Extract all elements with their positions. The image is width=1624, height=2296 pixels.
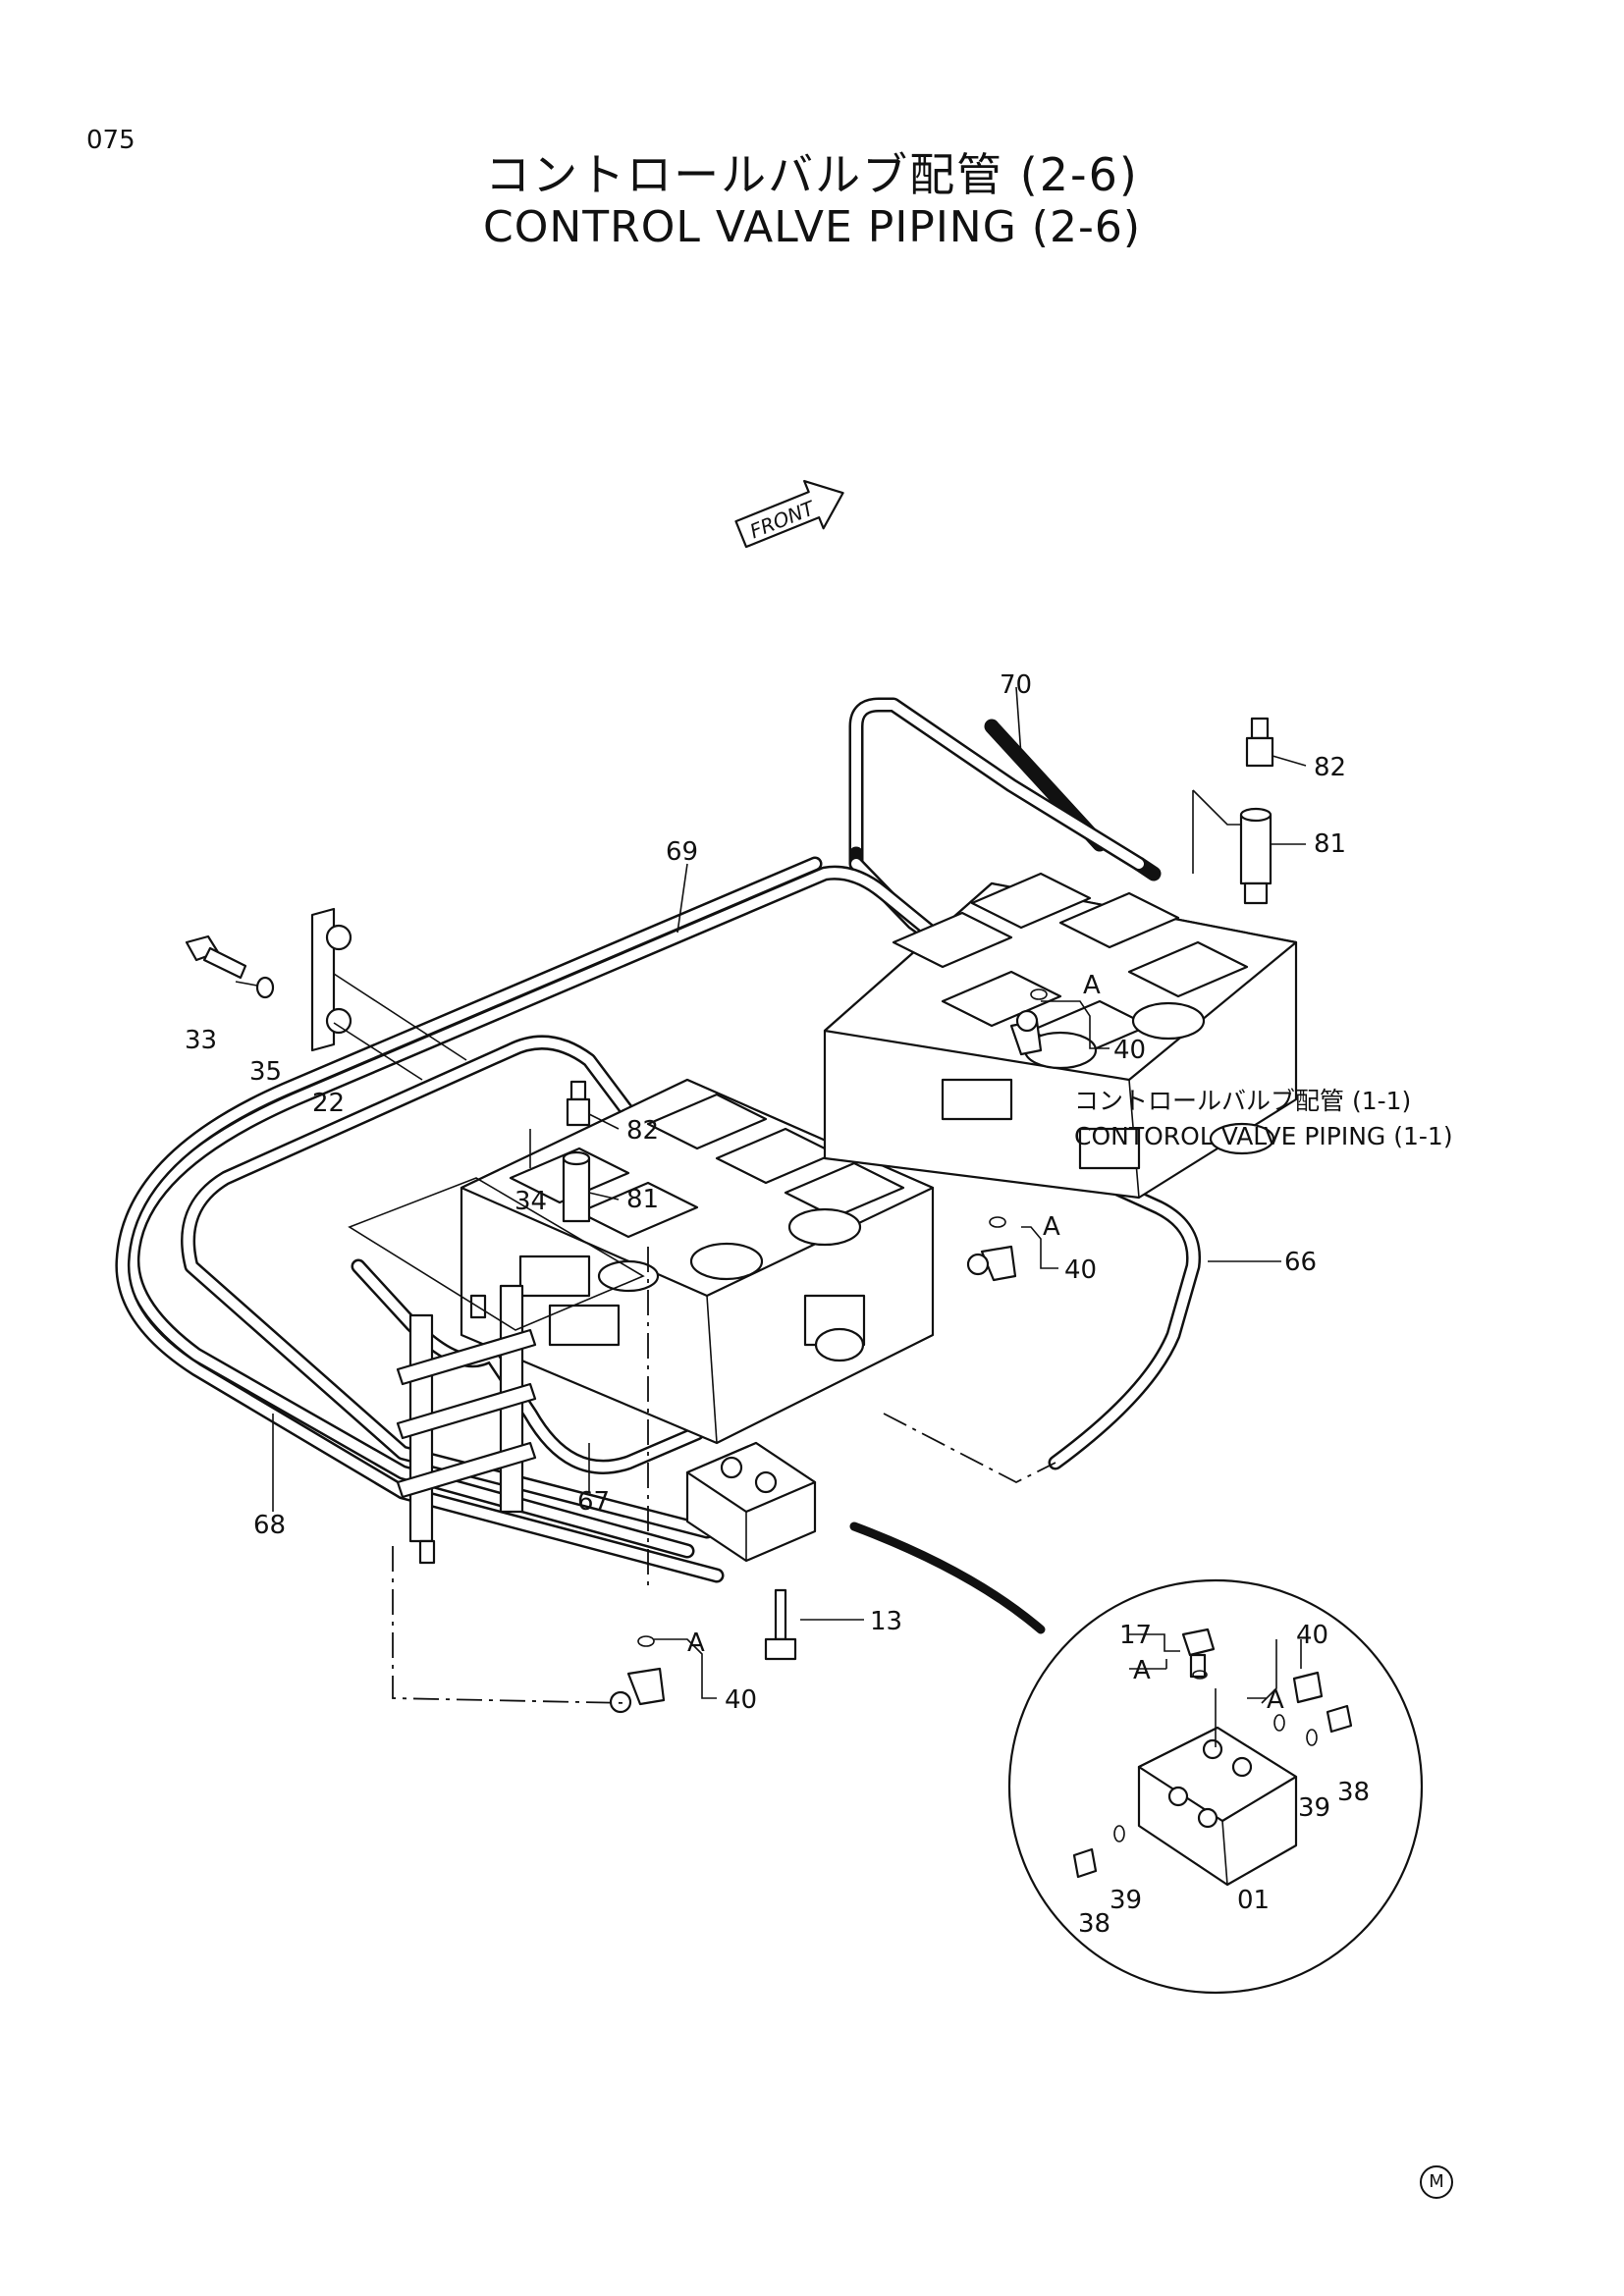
callout-13: 13 (870, 1607, 902, 1636)
reference-english: CONTOROL VALVE PIPING (1-1) (1074, 1122, 1453, 1150)
callout-40: 40 (1064, 1255, 1097, 1285)
check-valve-81-icon (562, 1150, 591, 1223)
callout-68: 68 (253, 1511, 286, 1540)
elbow-fitting-40-icon (609, 1667, 666, 1714)
callout-a-marker: A (1133, 1656, 1151, 1685)
callout-a-marker: A (1043, 1212, 1060, 1242)
callout-66: 66 (1284, 1248, 1317, 1277)
bracket-22 (310, 907, 352, 1052)
leader-lines (235, 686, 1307, 1704)
pipe-short-left (351, 1258, 705, 1474)
callout-40: 40 (1113, 1036, 1146, 1065)
callout-22: 22 (312, 1089, 345, 1118)
callout-40: 40 (1296, 1621, 1328, 1650)
detail-view (849, 1522, 1424, 1995)
front-arrow-icon: FRONT (734, 479, 844, 549)
bolt-13-icon (764, 1588, 797, 1661)
callout-38: 38 (1337, 1778, 1370, 1807)
elbow-fitting-40-icon (1009, 1009, 1043, 1056)
callout-34: 34 (514, 1187, 547, 1216)
adaptor-82-icon (566, 1080, 591, 1127)
callout-81: 81 (1314, 829, 1346, 859)
check-valve-81-icon (1239, 807, 1272, 905)
pipe-68 (115, 856, 823, 1583)
page-number: 075 (86, 126, 135, 155)
control-valve-right (823, 872, 1298, 1200)
callouts: 70 82 81 69 A 40 33 35 22 82 34 81 A 40 … (185, 670, 1370, 1939)
callout-01: 01 (1237, 1886, 1270, 1915)
bolt-33-icon (185, 934, 247, 980)
callout-38: 38 (1078, 1909, 1110, 1939)
callout-82: 82 (626, 1116, 659, 1146)
title-japanese: コントロールバルブ配管 (2-6) (485, 148, 1139, 201)
callout-69: 69 (666, 837, 698, 867)
callout-82: 82 (1314, 753, 1346, 782)
pipe-clamp-bracket (396, 1284, 537, 1565)
reference-japanese: コントロールバルブ配管 (1-1) (1074, 1087, 1411, 1115)
callout-40: 40 (725, 1685, 757, 1715)
pipe-67 (181, 1035, 715, 1539)
callout-39: 39 (1110, 1886, 1142, 1915)
callout-a-marker: A (1083, 971, 1101, 1000)
callout-a-marker: A (687, 1629, 705, 1658)
callout-39: 39 (1298, 1793, 1330, 1823)
pipe-66 (871, 1072, 1202, 1470)
callout-17: 17 (1119, 1621, 1152, 1650)
maker-mark-icon: M (1420, 2165, 1453, 2199)
washer-35-icon (255, 976, 275, 999)
callout-67: 67 (577, 1487, 610, 1517)
callout-33: 33 (185, 1026, 217, 1055)
title-english: CONTROL VALVE PIPING (2-6) (482, 202, 1141, 252)
junction-block (685, 1441, 817, 1563)
pipe-69 (125, 865, 1000, 1559)
callout-81: 81 (626, 1185, 659, 1214)
a-marker-rings (637, 988, 1048, 1647)
adaptor-82-icon (1245, 717, 1274, 768)
callout-35: 35 (249, 1057, 282, 1087)
callout-a-marker: A (1267, 1685, 1284, 1715)
callout-70: 70 (1000, 670, 1032, 700)
elbow-fitting-40-icon (966, 1245, 1017, 1282)
